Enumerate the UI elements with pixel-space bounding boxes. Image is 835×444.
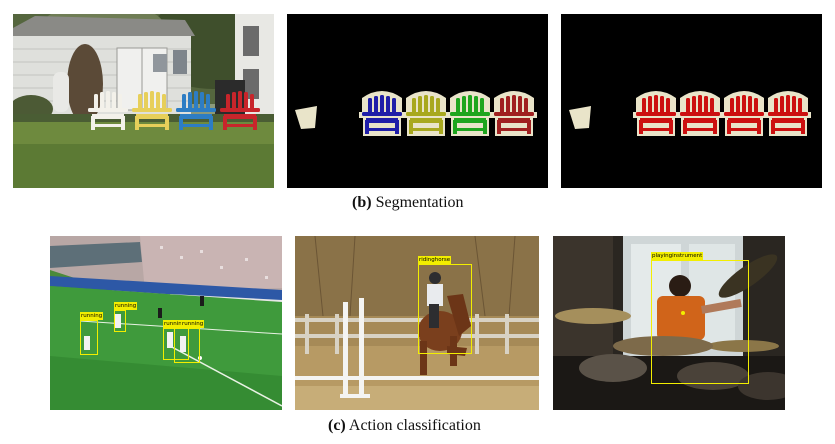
action-label: running: [80, 312, 104, 320]
action-bbox: ridinghorse: [418, 256, 472, 354]
action-bbox: running: [80, 312, 104, 355]
caption-letter: (b): [352, 194, 372, 211]
segmentation-instance-mask: [287, 14, 548, 188]
caption-letter: (c): [328, 417, 346, 434]
caption-text: Segmentation: [375, 194, 464, 211]
action-label: playinginstrument: [651, 252, 704, 260]
action-label: running: [114, 302, 138, 310]
action-bbox: running: [174, 320, 205, 363]
photo-horse: ridinghorse: [295, 236, 539, 410]
action-label: running: [181, 320, 205, 328]
caption-text: Action classification: [348, 417, 481, 434]
caption-segmentation: (b) Segmentation: [352, 194, 464, 212]
action-bbox: running: [114, 302, 138, 332]
photo-drums: playinginstrument: [553, 236, 785, 410]
caption-action: (c) Action classification: [328, 417, 481, 435]
action-label: ridinghorse: [418, 256, 452, 264]
action-label: running: [163, 320, 187, 328]
photo-soccer: running running running running: [50, 236, 282, 410]
segmentation-class-mask: [561, 14, 822, 188]
photo-chairs: [13, 14, 274, 188]
action-bbox: playinginstrument: [651, 252, 749, 384]
